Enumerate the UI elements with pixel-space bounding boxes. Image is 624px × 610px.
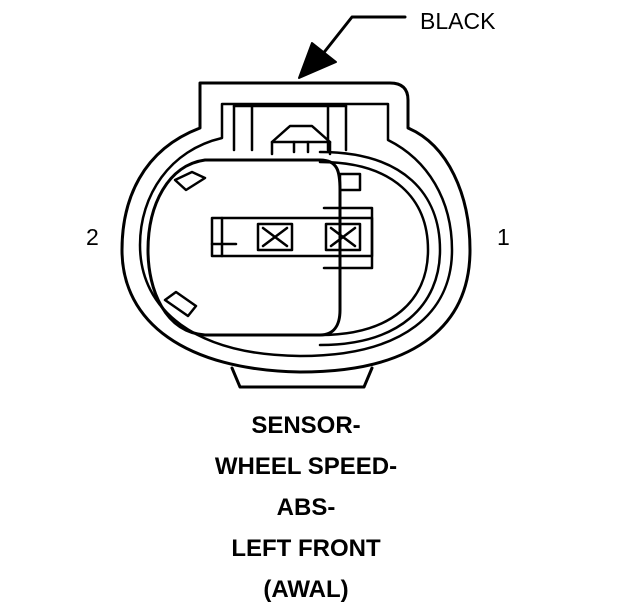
detents: [163, 170, 207, 318]
terminal-cavity-1: [324, 222, 362, 252]
pin-label-1: 1: [497, 224, 510, 250]
callout-label-black: BLACK: [420, 8, 496, 34]
key-ridges: [318, 150, 442, 347]
caption-line-5: (AWAL): [263, 576, 349, 603]
terminal-cavity-2: [256, 222, 294, 252]
latch: [232, 104, 348, 156]
bottom-tab: [230, 366, 374, 389]
caption-line-2: WHEEL SPEED-: [214, 453, 398, 480]
connector-housing-outer: [120, 81, 472, 374]
terminal-clip: [338, 172, 362, 192]
pin-label-2: 2: [86, 224, 99, 250]
component-caption: SENSOR- WHEEL SPEED- ABS- LEFT FRONT (AW…: [0, 405, 612, 610]
caption-line-3: ABS-: [276, 494, 336, 521]
caption-line-4: LEFT FRONT: [231, 535, 381, 562]
terminal-blade: [210, 206, 374, 270]
caption-line-1: SENSOR-: [251, 412, 361, 439]
callout-leader: [298, 15, 407, 79]
connector-housing-inner: [138, 102, 454, 358]
